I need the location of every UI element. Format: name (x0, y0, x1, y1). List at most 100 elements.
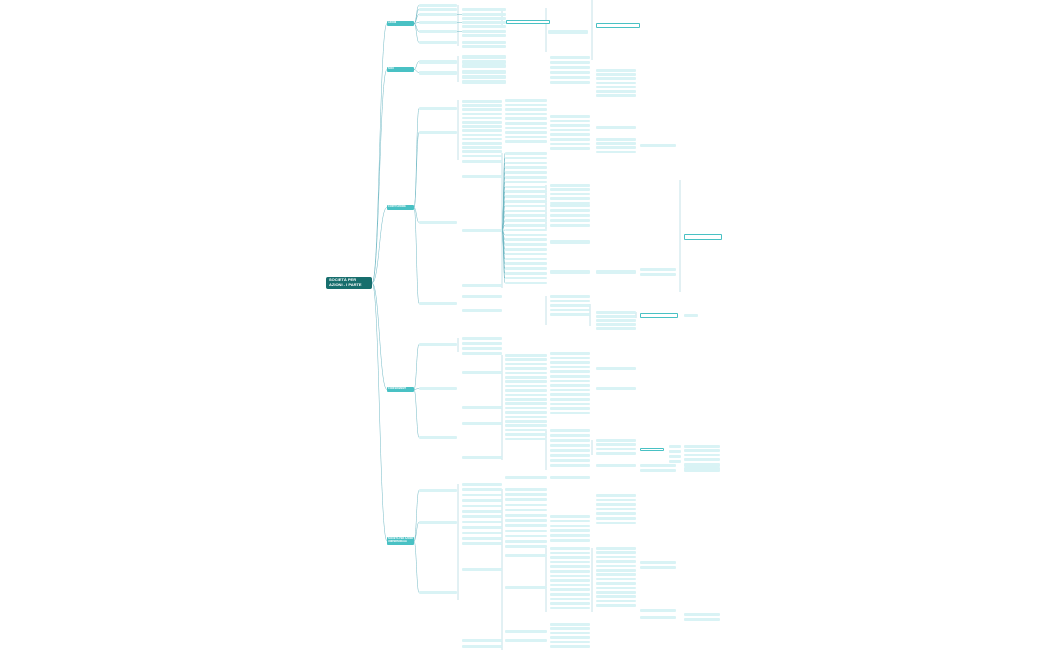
unipersonale-bottom-c[interactable] (505, 639, 547, 642)
conferimenti-leaf-8[interactable] (550, 388, 590, 392)
azioni-detail-6[interactable] (462, 34, 506, 37)
unipersonale-item-0[interactable] (505, 488, 547, 491)
soci-subtopic-1[interactable] (419, 71, 457, 75)
stima-leaf-1[interactable] (596, 443, 636, 446)
unipersonale-item-b-11[interactable] (550, 597, 590, 601)
atto-item-4[interactable] (505, 171, 547, 174)
unipersonale-detail-0[interactable] (462, 483, 502, 486)
procedure-item-2[interactable] (550, 304, 590, 307)
unipersonale-tail-b-0[interactable] (684, 613, 720, 616)
conferimenti-detail-3[interactable] (462, 352, 502, 355)
branch-societa-unipersonale[interactable]: SOCIETÀ PER AZIONI UNIPERSONALE (387, 537, 414, 545)
atto-label-d[interactable] (462, 284, 502, 287)
atto-item-12[interactable] (505, 209, 547, 213)
azioni-detail-8[interactable] (462, 45, 506, 48)
atto-item-7[interactable] (505, 185, 547, 189)
atto-detail-3[interactable] (550, 197, 590, 200)
conferimenti-leaf-11[interactable] (550, 402, 590, 406)
soci-leaf-4[interactable] (596, 85, 636, 89)
costituzione-item-7[interactable] (505, 131, 547, 134)
soci-detail-0[interactable] (462, 55, 506, 59)
azioni-detail-4[interactable] (462, 25, 506, 28)
conferimenti-item-19[interactable] (505, 437, 547, 441)
stima-final-5[interactable] (684, 467, 720, 470)
costituzione-item-3[interactable] (505, 112, 547, 116)
conferimenti-item-4[interactable] (505, 371, 547, 375)
unipersonale-sub-4[interactable] (550, 534, 590, 537)
unipersonale-tail-b-1[interactable] (684, 618, 720, 621)
unipersonale-item-b-12[interactable] (550, 602, 590, 605)
unipersonale-leaf-4[interactable] (596, 512, 636, 515)
unipersonale-detail-9[interactable] (462, 531, 502, 535)
conferimenti-item-3[interactable] (505, 367, 547, 370)
atto-item-6[interactable] (505, 180, 547, 184)
unipersonale-detail-x[interactable] (462, 568, 502, 571)
stima-leaf-0[interactable] (596, 439, 636, 442)
atto-item-1[interactable] (505, 156, 547, 160)
unipersonale-subtopic-2[interactable] (419, 591, 457, 594)
soci-leaf-3[interactable] (596, 81, 636, 85)
unipersonale-leaf-b-8[interactable] (596, 582, 636, 585)
conferimenti-item-0[interactable] (505, 354, 547, 357)
conferimenti-detail-0[interactable] (462, 337, 502, 340)
conferimenti-item-1[interactable] (505, 358, 547, 361)
unipersonale-leaf-6[interactable] (596, 521, 636, 525)
procedure-item-4[interactable] (550, 313, 590, 316)
conferimenti-item-11[interactable] (505, 402, 547, 405)
atto-item-0[interactable] (505, 152, 547, 155)
unipersonale-item-b-4[interactable] (550, 565, 590, 568)
conferimenti-subtopic-2[interactable] (419, 436, 457, 439)
unipersonale-tail-1[interactable] (640, 616, 676, 619)
soci-leaf-1[interactable] (596, 73, 636, 76)
procedure-leaf-0[interactable] (596, 311, 636, 314)
unipersonale-bottom-1[interactable] (550, 627, 590, 630)
costituzione-detail-5[interactable] (462, 121, 502, 124)
unipersonale-item-b-2[interactable] (550, 556, 590, 559)
stima-leaf-3[interactable] (596, 452, 636, 455)
azioni-detail-0[interactable] (462, 8, 506, 11)
stima-item-3[interactable] (550, 444, 590, 447)
costituzione-detail-10[interactable] (462, 142, 502, 145)
stima-extra-leaf[interactable] (550, 476, 590, 479)
costituzione-sub-leaf-0[interactable] (596, 138, 636, 141)
costituzione-leaf-6[interactable] (550, 142, 590, 146)
costituzione-item-8[interactable] (505, 135, 547, 139)
conferimenti-item-6[interactable] (505, 380, 547, 383)
costituzione-item-2[interactable] (505, 108, 547, 111)
conferimenti-detail-e[interactable] (462, 456, 502, 459)
unipersonale-leaf-b-4[interactable] (596, 564, 636, 568)
unipersonale-detail-2[interactable] (462, 493, 502, 497)
conferimenti-sub-b[interactable] (596, 387, 636, 390)
soci-item-1[interactable] (550, 61, 590, 64)
conferimenti-item-15[interactable] (505, 420, 547, 423)
costituzione-detail-7[interactable] (462, 129, 502, 132)
unipersonale-leaf-b-6[interactable] (596, 573, 636, 576)
unipersonale-item-b-9[interactable] (550, 588, 590, 591)
atto-label-a[interactable] (462, 160, 502, 163)
atto-detail-4[interactable] (550, 201, 590, 205)
atto-item-9[interactable] (505, 195, 547, 198)
unipersonale-leaf-5[interactable] (596, 517, 636, 520)
unipersonale-tail-0[interactable] (640, 609, 676, 612)
stima-item-4[interactable] (550, 449, 590, 452)
unipersonale-item-9[interactable] (505, 534, 547, 538)
soci-detail-3[interactable] (462, 70, 506, 74)
costituzione-subtopic-1[interactable] (419, 131, 457, 134)
stima-leaf-2[interactable] (596, 447, 636, 451)
azioni-result[interactable] (548, 30, 588, 34)
stima-item-0[interactable] (550, 429, 590, 432)
soci-leaf-0[interactable] (596, 69, 636, 72)
costituzione-item-4[interactable] (505, 117, 547, 120)
atto-final-a[interactable] (640, 268, 676, 271)
costituzione-procedure-0[interactable] (462, 295, 502, 298)
costituzione-leaf-7[interactable] (550, 147, 590, 150)
costituzione-sub-leaf-3[interactable] (596, 150, 636, 154)
note-node[interactable] (506, 20, 550, 24)
atto-label-b[interactable] (462, 175, 502, 178)
conferimenti-item-7[interactable] (505, 384, 547, 388)
unipersonale-final-1[interactable] (640, 566, 676, 569)
unipersonale-item-11[interactable] (505, 545, 547, 548)
conferimenti-leaf-13[interactable] (550, 411, 590, 415)
stima-tag-3[interactable] (669, 460, 681, 463)
stima-item-2[interactable] (550, 439, 590, 442)
